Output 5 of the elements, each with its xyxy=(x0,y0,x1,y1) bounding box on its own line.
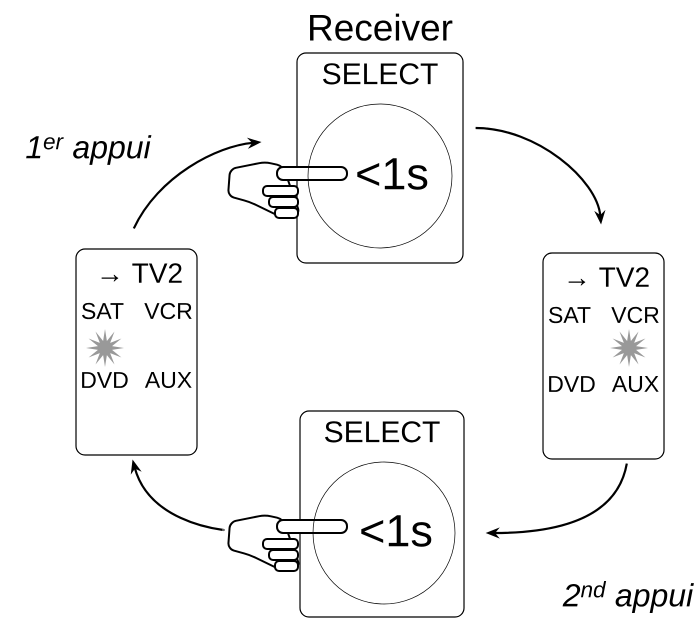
edge-label: 2$^{nd}$ appui xyxy=(562,580,694,614)
edge-label: 1$^{er}$ appui xyxy=(24,134,152,166)
display-panel: → TV2 SAT VCR DVD AUX xyxy=(542,252,665,460)
display-panel: → TV2 SAT VCR DVD AUX xyxy=(75,248,198,456)
panel-caption: Receiver xyxy=(310,14,452,41)
